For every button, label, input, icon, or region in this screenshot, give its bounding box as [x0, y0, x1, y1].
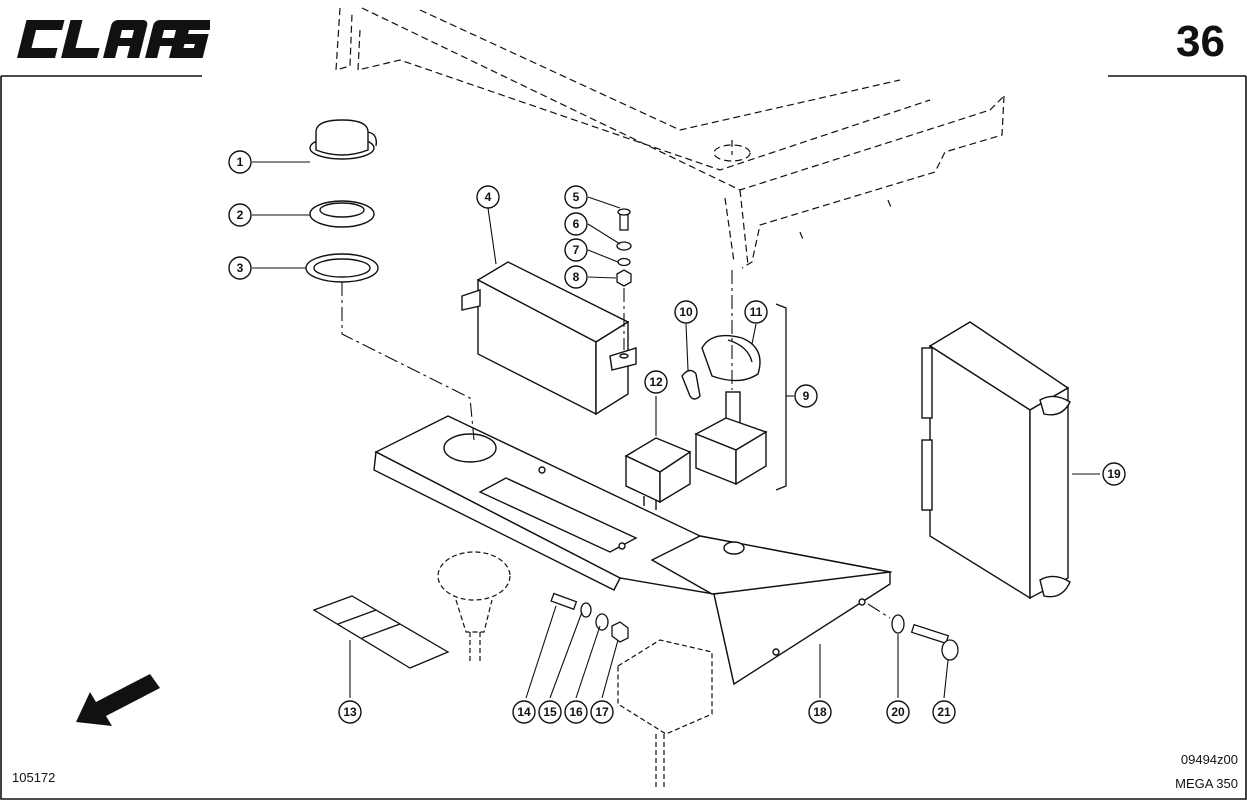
part-rotary-switch	[681, 334, 768, 486]
callout-label: 2	[237, 208, 244, 222]
sheet-frame	[0, 75, 1247, 800]
callout-7: 7	[564, 238, 588, 262]
part-small-hardware	[616, 208, 632, 287]
callout-15: 15	[538, 700, 562, 724]
drawing-reference: 09494z00	[1180, 752, 1238, 767]
callout-label: 18	[813, 705, 827, 719]
harness-connectors	[437, 551, 713, 790]
cab-console-outline	[335, 7, 1005, 269]
callout-12: 12	[644, 370, 668, 394]
bracket-9	[775, 303, 787, 491]
callout-21: 21	[932, 700, 956, 724]
callout-5: 5	[564, 185, 588, 209]
alignment-dashes	[341, 270, 891, 619]
document-number: 105172	[12, 770, 56, 785]
callouts: 1 2 3 4 5 6 7 8 9 10 11 12 13 14 15 16 1…	[228, 150, 1126, 724]
part-relay	[624, 437, 692, 510]
callout-label: 5	[573, 190, 580, 204]
direction-arrow-icon	[76, 674, 160, 726]
callout-label: 1	[237, 155, 244, 169]
callout-label: 9	[803, 389, 810, 403]
callout-label: 11	[750, 305, 763, 319]
callout-2: 2	[228, 203, 252, 227]
claas-logo	[17, 20, 210, 58]
callout-18: 18	[808, 700, 832, 724]
callout-4: 4	[476, 185, 500, 209]
callout-label: 17	[595, 705, 609, 719]
part-mounting-plate	[373, 415, 893, 686]
callout-label: 13	[343, 705, 357, 719]
callout-label: 15	[543, 705, 557, 719]
callout-label: 12	[649, 375, 663, 389]
callout-label: 19	[1107, 467, 1121, 481]
callout-label: 6	[573, 217, 580, 231]
callout-label: 20	[891, 705, 905, 719]
part-cap-assembly	[305, 119, 379, 283]
callout-6: 6	[564, 212, 588, 236]
callout-1: 1	[228, 150, 252, 174]
callout-19: 19	[1102, 462, 1126, 486]
callout-11: 11	[744, 300, 768, 324]
callout-14: 14	[512, 700, 536, 724]
part-fasteners	[550, 592, 959, 661]
callout-9: 9	[794, 384, 818, 408]
page-number: 36	[1176, 17, 1225, 66]
callout-16: 16	[564, 700, 588, 724]
callout-13: 13	[338, 700, 362, 724]
leader-lines	[252, 161, 1100, 699]
callout-label: 8	[573, 270, 580, 284]
machine-model: MEGA 350	[1175, 776, 1238, 791]
callout-label: 14	[517, 705, 531, 719]
callout-20: 20	[886, 700, 910, 724]
part-label-strip	[312, 595, 450, 669]
callout-label: 4	[485, 190, 492, 204]
part-control-unit	[921, 321, 1071, 600]
callout-3: 3	[228, 256, 252, 280]
callout-8: 8	[564, 265, 588, 289]
callout-17: 17	[590, 700, 614, 724]
callout-label: 7	[573, 243, 580, 257]
callout-label: 3	[237, 261, 244, 275]
callout-10: 10	[674, 300, 698, 324]
callout-label: 21	[937, 705, 951, 719]
callout-label: 16	[569, 705, 583, 719]
part-control-box	[461, 261, 637, 416]
callout-label: 10	[679, 305, 693, 319]
